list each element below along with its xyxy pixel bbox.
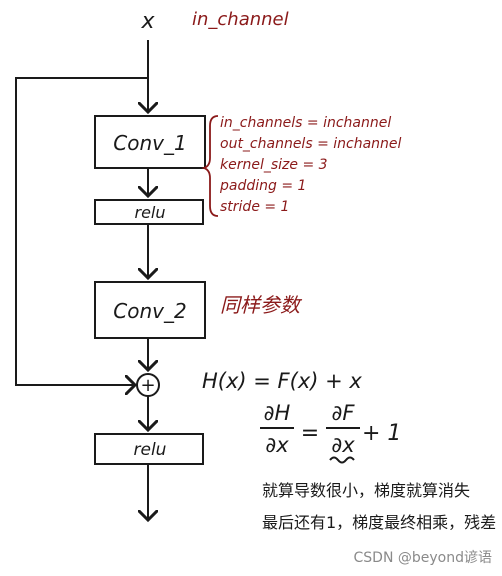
grad-equals: = [301, 421, 319, 446]
conv1-box [94, 115, 206, 169]
watermark: CSDN @beyond谚语 [354, 550, 492, 566]
param-in-channels: in_channels = inchannel [220, 115, 391, 131]
param-brace [201, 115, 219, 217]
param-padding: padding = 1 [219, 178, 306, 194]
conv2-box [94, 281, 206, 339]
grad-h-denominator: ∂x [265, 433, 289, 457]
input-variable: x [140, 9, 155, 34]
param-kernel-size: kernel_size = 3 [220, 157, 328, 173]
skip-connection [15, 77, 148, 385]
grad-underline-squiggle [329, 456, 355, 464]
grad-plus-one: + 1 [362, 421, 401, 446]
input-channel-label: in_channel [192, 9, 289, 30]
gradient-equation: ∂H ∂x = ∂F ∂x + 1 [260, 401, 401, 464]
grad-f-denominator: ∂x [331, 433, 355, 457]
relu2-label: relu [134, 440, 167, 460]
add-symbol: + [140, 375, 155, 396]
param-out-channels: out_channels = inchannel [220, 136, 402, 152]
residual-equation: H(x) = F(x) + x [202, 369, 362, 393]
param-stride: stride = 1 [220, 199, 289, 215]
conv2-label: Conv_2 [113, 299, 186, 323]
conv1-label: Conv_1 [113, 131, 186, 155]
conv2-note: 同样参数 [220, 293, 303, 317]
grad-f-numerator: ∂F [332, 401, 356, 425]
grad-h-numerator: ∂H [264, 401, 291, 425]
note-line-2: 最后还有1，梯度最终相乘，残差 [262, 513, 496, 532]
relu1-box [94, 199, 204, 225]
relu1-label: relu [134, 203, 165, 222]
note-line-1: 就算导数很小，梯度就算消失 [262, 481, 470, 500]
